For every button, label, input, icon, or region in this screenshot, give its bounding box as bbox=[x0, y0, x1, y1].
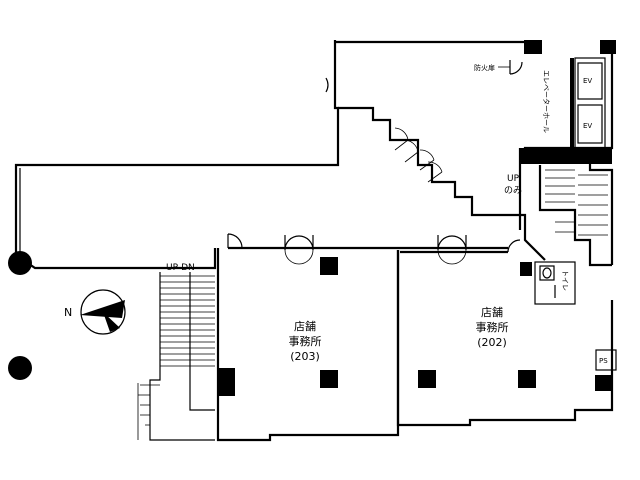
column bbox=[8, 356, 32, 380]
column bbox=[320, 257, 338, 275]
column bbox=[600, 40, 616, 54]
up-only-label: UP bbox=[507, 174, 520, 184]
right-stair bbox=[545, 169, 608, 236]
toilet-area bbox=[534, 261, 576, 305]
left-stair bbox=[137, 272, 215, 441]
elevator-block: EV EV bbox=[570, 57, 606, 149]
room-202: 店舗 事務所 (202) bbox=[476, 305, 509, 349]
ps-box bbox=[595, 349, 617, 371]
up-only-label: のみ bbox=[504, 185, 522, 196]
column bbox=[595, 375, 613, 391]
column bbox=[524, 40, 542, 54]
column bbox=[520, 148, 612, 164]
fire-door-icon bbox=[509, 60, 523, 75]
room-label-line2: 事務所 bbox=[289, 334, 322, 348]
column bbox=[8, 251, 32, 275]
fire-door-label: 防火扉 bbox=[474, 63, 495, 72]
compass-icon: N bbox=[64, 289, 126, 335]
room-label-line1: 店舗 bbox=[481, 305, 503, 319]
room-203: 店舗 事務所 (203) bbox=[289, 319, 322, 363]
compass-label: N bbox=[64, 306, 72, 319]
room-label-line2: 事務所 bbox=[476, 320, 509, 334]
columns bbox=[8, 40, 616, 396]
ps-label: PS bbox=[599, 357, 608, 365]
wall-mark bbox=[325, 77, 329, 93]
column bbox=[520, 262, 532, 276]
room-number: (202) bbox=[477, 336, 507, 349]
room-number: (203) bbox=[290, 350, 320, 363]
elevator-hall-label: エレベーターホール bbox=[542, 70, 551, 133]
column bbox=[320, 370, 338, 388]
toilet-label: トイレ bbox=[561, 270, 569, 291]
elevator-label: EV bbox=[583, 122, 592, 130]
column bbox=[418, 370, 436, 388]
elevator-label: EV bbox=[583, 77, 592, 85]
column bbox=[518, 370, 536, 388]
stair-label: UP-DN bbox=[166, 263, 195, 273]
door-swing-group bbox=[394, 127, 443, 183]
corridor-doors bbox=[227, 233, 521, 265]
room-label-line1: 店舗 bbox=[294, 319, 316, 333]
svg-text:エレベーターホール: エレベーターホール bbox=[542, 70, 551, 133]
column bbox=[217, 368, 235, 396]
